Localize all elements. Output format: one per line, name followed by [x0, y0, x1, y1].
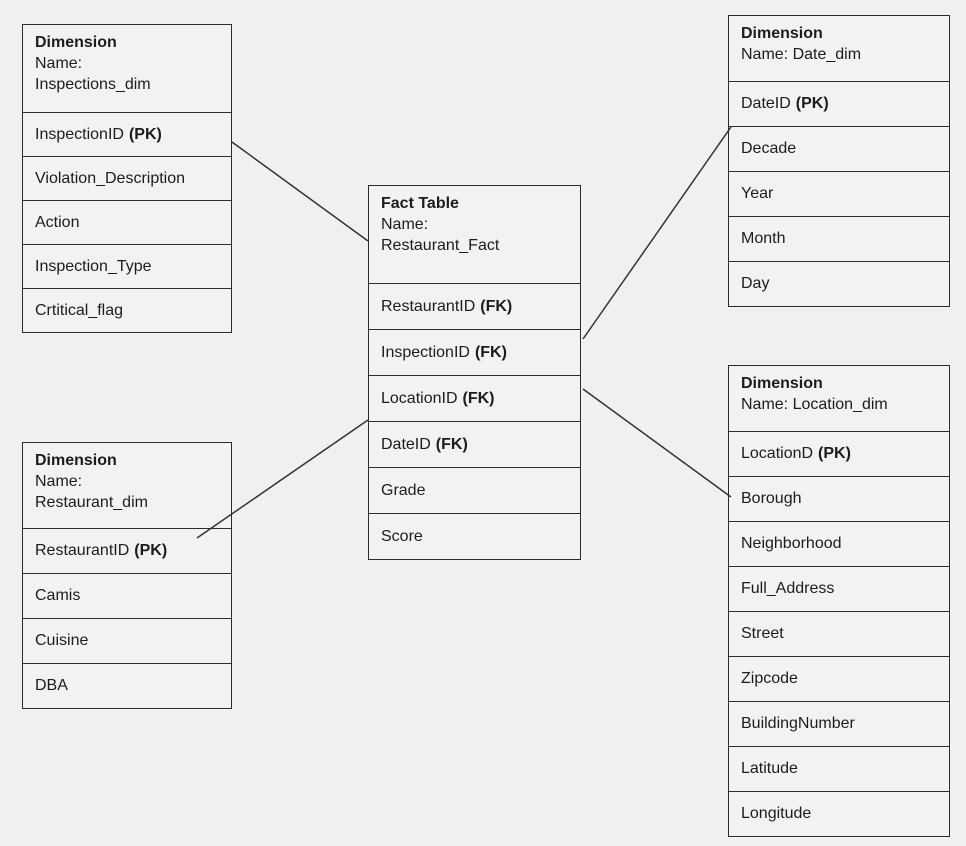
- field-name: Decade: [741, 140, 797, 157]
- field-row: LocationD(PK): [729, 431, 949, 476]
- field-row: Camis: [23, 573, 231, 618]
- field-name: BuildingNumber: [741, 715, 855, 732]
- field-key: (PK): [795, 95, 829, 112]
- field-row: Cuisine: [23, 618, 231, 663]
- table-name: Name: Restaurant_dim: [35, 473, 148, 511]
- field-name: Camis: [35, 587, 81, 604]
- connector-fact-to-date: [582, 126, 732, 340]
- field-name: Latitude: [741, 760, 798, 777]
- table-name: Name: Restaurant_Fact: [381, 216, 500, 254]
- field-name: DBA: [35, 677, 68, 694]
- connector-inspections-to-fact: [231, 141, 369, 242]
- field-key: (PK): [128, 125, 162, 143]
- field-name: Full_Address: [741, 580, 835, 597]
- field-key: (FK): [480, 297, 513, 315]
- table-inspections-dim: Dimension Name: Inspections_dim Inspecti…: [22, 24, 232, 333]
- field-name: Violation_Description: [35, 169, 186, 187]
- field-row: Grade: [369, 467, 580, 513]
- field-row: Day: [729, 261, 949, 306]
- field-name: Action: [35, 213, 80, 231]
- field-key: (PK): [134, 542, 168, 559]
- table-header: Dimension Name: Inspections_dim: [23, 25, 231, 112]
- table-date-dim: Dimension Name: Date_dim DateID(PK) Deca…: [728, 15, 950, 307]
- field-row: Violation_Description: [23, 156, 231, 200]
- field-name: Borough: [741, 490, 802, 507]
- field-row: Month: [729, 216, 949, 261]
- field-name: LocationID: [381, 389, 458, 407]
- table-title: Dimension: [35, 34, 117, 51]
- field-row: Longitude: [729, 791, 949, 836]
- field-row: Score: [369, 513, 580, 559]
- field-name: Cuisine: [35, 632, 89, 649]
- field-name: Zipcode: [741, 670, 798, 687]
- field-row: DateID(PK): [729, 81, 949, 126]
- field-name: DateID: [381, 435, 431, 453]
- field-name: InspectionID: [35, 125, 124, 143]
- table-title: Dimension: [741, 375, 823, 392]
- table-header: Dimension Name: Restaurant_dim: [23, 443, 231, 528]
- field-row: Neighborhood: [729, 521, 949, 566]
- field-name: Longitude: [741, 805, 812, 822]
- table-title: Dimension: [35, 452, 117, 469]
- table-header: Dimension Name: Location_dim: [729, 366, 949, 431]
- field-name: Neighborhood: [741, 535, 842, 552]
- field-name: Street: [741, 625, 784, 642]
- field-name: Year: [741, 185, 774, 202]
- field-name: Crtitical_flag: [35, 301, 124, 319]
- field-row: LocationID(FK): [369, 375, 580, 421]
- field-row: Decade: [729, 126, 949, 171]
- field-key: (FK): [462, 389, 495, 407]
- field-row: Zipcode: [729, 656, 949, 701]
- field-name: Month: [741, 230, 786, 247]
- field-name: InspectionID: [381, 343, 470, 361]
- field-row: Inspection_Type: [23, 244, 231, 288]
- field-row: RestaurantID(PK): [23, 528, 231, 573]
- connector-fact-to-location: [582, 388, 732, 498]
- field-name: LocationD: [741, 445, 814, 462]
- field-name: DateID: [741, 95, 791, 112]
- field-name: Inspection_Type: [35, 257, 152, 275]
- field-row: InspectionID(PK): [23, 112, 231, 156]
- field-row: Full_Address: [729, 566, 949, 611]
- field-key: (FK): [474, 343, 507, 361]
- table-name: Name: Location_dim: [741, 396, 888, 413]
- field-name: Grade: [381, 481, 426, 499]
- field-row: Crtitical_flag: [23, 288, 231, 332]
- field-row: Borough: [729, 476, 949, 521]
- field-row: RestaurantID(FK): [369, 283, 580, 329]
- field-row: BuildingNumber: [729, 701, 949, 746]
- field-name: Day: [741, 275, 770, 292]
- field-key: (FK): [435, 435, 468, 453]
- field-key: (PK): [818, 445, 851, 462]
- field-row: Year: [729, 171, 949, 216]
- field-row: DBA: [23, 663, 231, 708]
- table-restaurant-fact: Fact Table Name: Restaurant_Fact Restaur…: [368, 185, 581, 560]
- field-row: Action: [23, 200, 231, 244]
- table-header: Dimension Name: Date_dim: [729, 16, 949, 81]
- table-restaurant-dim: Dimension Name: Restaurant_dim Restauran…: [22, 442, 232, 709]
- field-name: Score: [381, 527, 423, 545]
- table-name: Name: Inspections_dim: [35, 55, 151, 93]
- field-row: InspectionID(FK): [369, 329, 580, 375]
- field-row: Latitude: [729, 746, 949, 791]
- field-row: DateID(FK): [369, 421, 580, 467]
- field-row: Street: [729, 611, 949, 656]
- table-title: Dimension: [741, 25, 823, 42]
- field-name: RestaurantID: [35, 542, 130, 559]
- table-title: Fact Table: [381, 195, 459, 212]
- table-name: Name: Date_dim: [741, 46, 862, 63]
- table-header: Fact Table Name: Restaurant_Fact: [369, 186, 580, 283]
- field-name: RestaurantID: [381, 297, 476, 315]
- table-location-dim: Dimension Name: Location_dim LocationD(P…: [728, 365, 950, 837]
